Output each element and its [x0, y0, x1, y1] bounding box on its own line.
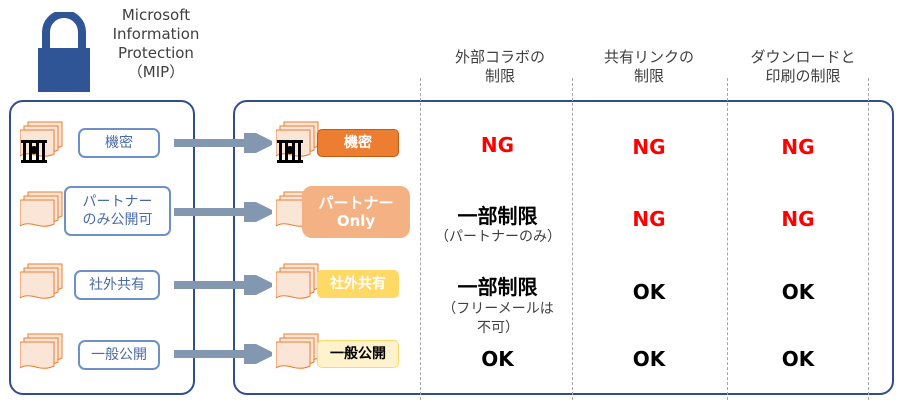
sensitivity-label-tag: 一般公開 [317, 340, 399, 368]
lock-icon [38, 12, 90, 92]
share-link-value: OK [632, 280, 666, 304]
arrow-right-icon [174, 133, 272, 153]
document-stack-icon [276, 333, 319, 369]
external-collab-value: 一部制限 [457, 274, 538, 299]
column-header-share-link: 共有リンクの 制限 [603, 48, 694, 85]
share-link-value: NG [632, 207, 666, 231]
external-collab-note: （パートナーのみ） [435, 229, 561, 245]
document-stack-icon [20, 263, 63, 299]
external-collab-value: OK [481, 347, 514, 371]
label-policy-panel [233, 100, 894, 395]
source-panel [9, 100, 195, 395]
download-print-value: OK [781, 280, 815, 304]
sensitivity-label-tag: パートナー Only [302, 186, 410, 238]
arrow-right-icon [174, 275, 272, 295]
external-collab-value: 一部制限 [457, 203, 538, 228]
download-print-value: NG [781, 135, 815, 159]
share-link-value: NG [632, 135, 666, 159]
column-divider [572, 78, 573, 400]
column-divider [727, 78, 728, 400]
column-header-external-collab: 外部コラボの 制限 [454, 48, 545, 85]
source-label: 社外共有 [74, 270, 160, 300]
document-stack-icon [276, 263, 319, 299]
external-collab-note: （フリーメールは 不可） [442, 301, 554, 336]
download-print-value: NG [781, 207, 815, 231]
mip-title: Microsoft Information Protection （MIP） [112, 6, 200, 81]
source-label: 一般公開 [78, 340, 160, 370]
column-header-download-print: ダウンロードと 印刷の制限 [750, 48, 856, 85]
document-stack-icon [276, 121, 319, 163]
external-collab-value: NG [480, 133, 515, 157]
document-stack-icon [20, 121, 63, 163]
document-stack-icon [20, 333, 63, 369]
sensitivity-label-tag: 機密 [317, 129, 399, 157]
column-divider [420, 78, 421, 400]
source-label: パートナー のみ公開可 [64, 186, 171, 236]
source-label: 機密 [78, 128, 160, 158]
download-print-value: OK [781, 347, 815, 371]
document-stack-icon [20, 191, 63, 227]
arrow-right-icon [174, 344, 272, 364]
arrow-right-icon [174, 202, 272, 222]
sensitivity-label-tag: 社外共有 [317, 270, 399, 298]
column-divider [868, 78, 869, 400]
share-link-value: OK [632, 347, 666, 371]
